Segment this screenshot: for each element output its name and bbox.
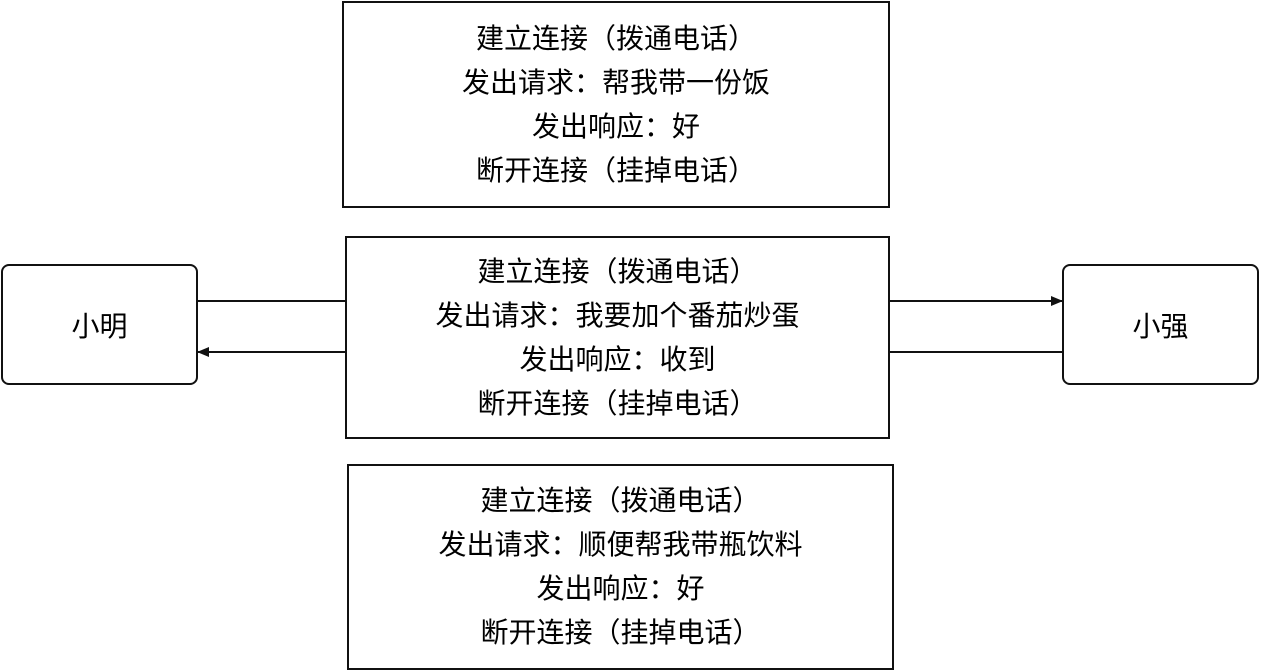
disconnect-step: 断开连接（挂掉电话） xyxy=(480,616,761,649)
request-step: 发出请求：我要加个番茄炒蛋 xyxy=(435,298,800,332)
connect-step: 建立连接（拨通电话） xyxy=(477,254,758,288)
connect-step: 建立连接（拨通电话） xyxy=(475,21,756,55)
response-step: 发出响应：好 xyxy=(536,572,705,605)
actor-xiaoqiang: 小强 xyxy=(1062,264,1259,385)
exchange-box-2: 建立连接（拨通电话） 发出请求：我要加个番茄炒蛋 发出响应：收到 断开连接（挂掉… xyxy=(345,236,890,439)
exchange-box-3: 建立连接（拨通电话） 发出请求：顺便帮我带瓶饮料 发出响应：好 断开连接（挂掉电… xyxy=(347,464,894,670)
actor-xiaoming: 小明 xyxy=(1,264,198,385)
disconnect-step: 断开连接（挂掉电话） xyxy=(477,386,758,420)
actor-name-left: 小明 xyxy=(71,309,128,343)
request-step: 发出请求：顺便帮我带瓶饮料 xyxy=(438,528,803,561)
exchange-box-1: 建立连接（拨通电话） 发出请求：帮我带一份饭 发出响应：好 断开连接（挂掉电话） xyxy=(342,1,890,208)
response-step: 发出响应：好 xyxy=(531,109,700,143)
response-step: 发出响应：收到 xyxy=(519,342,716,376)
disconnect-step: 断开连接（挂掉电话） xyxy=(475,153,756,187)
actor-name-right: 小强 xyxy=(1132,309,1189,343)
request-step: 发出请求：帮我带一份饭 xyxy=(461,65,770,99)
connect-step: 建立连接（拨通电话） xyxy=(480,484,761,517)
